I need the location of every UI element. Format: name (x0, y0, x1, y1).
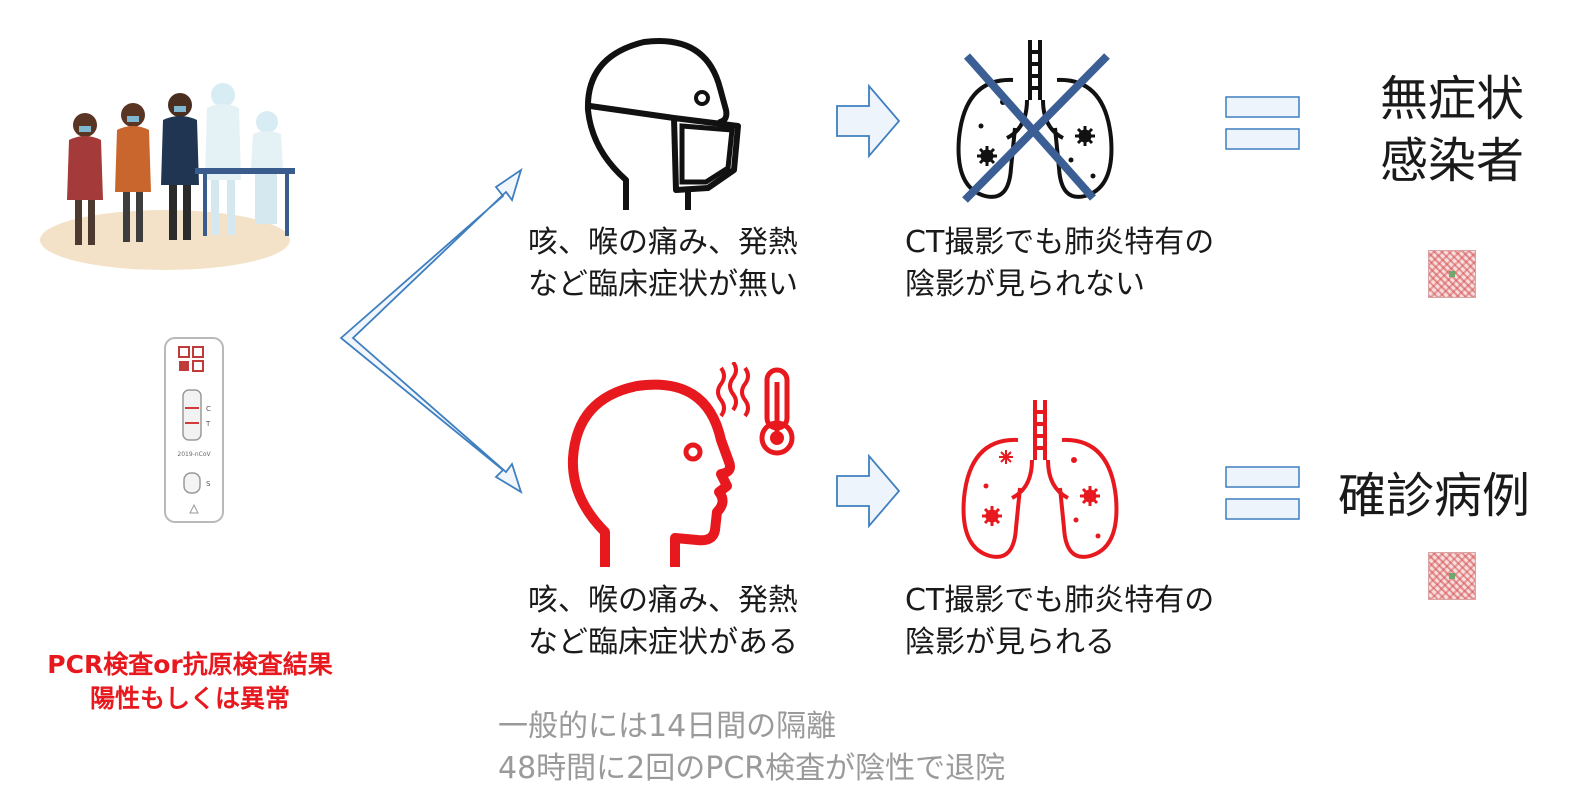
feverish-head-icon (567, 362, 795, 567)
quarantine-note: 一般的には14日間の隔離 48時間に2回のPCR検査が陰性で退院 (498, 706, 1005, 790)
footer-line-2: 48時間に2回のPCR検査が陰性で退院 (498, 751, 1006, 786)
qr-code-icon (1428, 250, 1476, 298)
cross-out-icon (962, 53, 1110, 203)
masked-head-icon (584, 38, 741, 210)
bottom-ct-line-1: CT撮影でも肺炎特有の (905, 583, 1215, 618)
kit-t-mark: T (205, 420, 211, 428)
people-test-queue-illustration (40, 83, 295, 270)
footer-line-1: 一般的には14日間の隔離 (498, 709, 837, 744)
top-symptom-line-1: 咳、喉の痛み、発熱 (528, 225, 798, 260)
test-result-caption: PCR検査or抗原検査結果 陽性もしくは異常 (0, 648, 380, 716)
kit-s-mark: S (206, 480, 211, 488)
bottom-result-text: 確診病例 (1338, 465, 1530, 527)
top-result-text: 無症状 感染者 (1380, 68, 1524, 192)
bottom-ct-text: CT撮影でも肺炎特有の 陰影が見られる (905, 580, 1214, 664)
top-result-line-1: 無症状 (1380, 71, 1525, 127)
lungs-icon (961, 400, 1119, 559)
caption-line-1: PCR検査or抗原検査結果 (47, 650, 333, 679)
equals-icon (1225, 96, 1300, 150)
top-ct-line-2: 陰影が見られない (905, 267, 1145, 302)
top-ct-line-1: CT撮影でも肺炎特有の (905, 225, 1215, 260)
equals-icon (1225, 466, 1300, 520)
qr-code-icon (1428, 552, 1476, 600)
bottom-symptom-line-2: など臨床症状がある (528, 625, 798, 660)
thermometer-icon (759, 367, 795, 456)
top-ct-text: CT撮影でも肺炎特有の 陰影が見られない (905, 222, 1214, 306)
top-symptom-text: 咳、喉の痛み、発熱 など臨床症状が無い (528, 222, 798, 306)
bottom-result-line-1: 確診病例 (1338, 468, 1531, 524)
antigen-test-kit-icon: C T 2019-nCoV S (164, 337, 224, 523)
kit-c-mark: C (206, 405, 211, 413)
caption-line-2: 陽性もしくは異常 (89, 684, 290, 713)
top-symptom-line-2: など臨床症状が無い (528, 267, 798, 302)
split-arrow-icon (339, 167, 523, 495)
kit-label: 2019-nCoV (177, 451, 211, 458)
top-result-line-2: 感染者 (1380, 133, 1525, 189)
lungs-icon (956, 40, 1114, 203)
bottom-ct-line-2: 陰影が見られる (905, 625, 1115, 660)
bottom-symptom-text: 咳、喉の痛み、発熱 など臨床症状がある (528, 580, 798, 664)
right-arrow-icon (836, 453, 901, 529)
right-arrow-icon (836, 83, 901, 159)
bottom-symptom-line-1: 咳、喉の痛み、発熱 (528, 583, 798, 618)
